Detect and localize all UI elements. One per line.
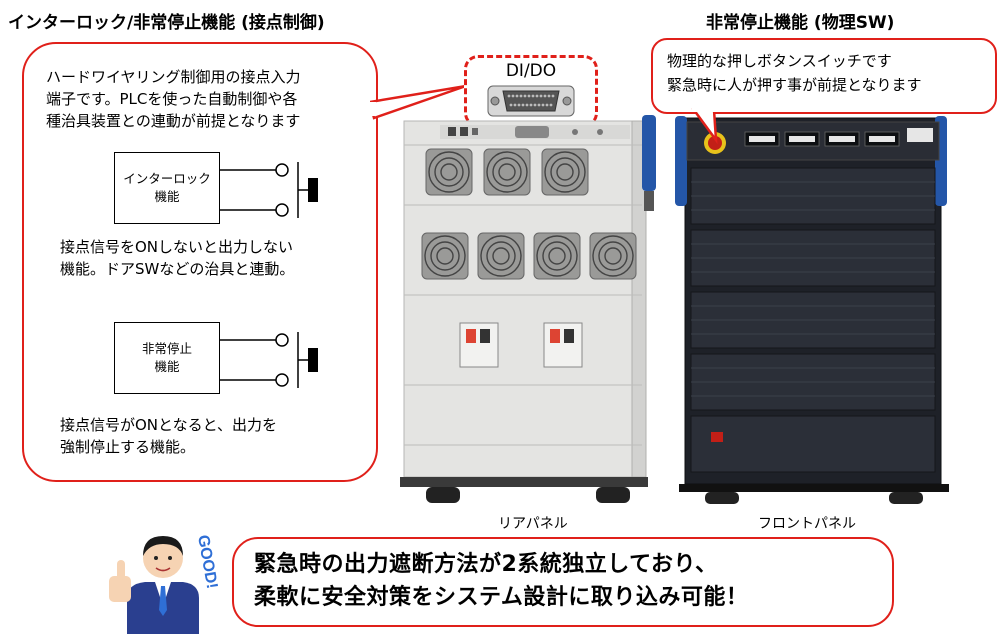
estop-desc-line-2: 強制停止する機能。 xyxy=(60,438,196,456)
right-callout-line-2: 緊急時に人が押す事が前提となります xyxy=(667,76,922,94)
interlock-box-line-1: インターロック xyxy=(123,171,211,186)
estop-function-box: 非常停止 機能 xyxy=(114,322,220,394)
bottom-callout: 緊急時の出力遮断方法が2系統独立しており、 柔軟に安全対策をシステム設計に取り込… xyxy=(232,537,894,627)
businessman-thumbs-up-icon xyxy=(109,536,199,634)
callout-line-1: ハードワイヤリング制御用の接点入力 xyxy=(46,68,301,86)
callout-line-3: 種治具装置との連動が前提となります xyxy=(46,112,301,130)
estop-contact-switch-icon xyxy=(220,332,318,388)
bottom-callout-line-1: 緊急時の出力遮断方法が2系統独立しており、 xyxy=(254,552,718,577)
right-callout-pointer xyxy=(691,108,718,144)
estop-desc-line-1: 接点信号がONとなると、出力を xyxy=(60,416,277,434)
good-text-graphic: GOOD! xyxy=(194,534,220,590)
rear-panel-cabinet xyxy=(400,115,656,503)
interlock-desc-line-1: 接点信号をONしないと出力しない xyxy=(60,238,294,256)
dido-callout: DI/DO xyxy=(464,55,598,127)
callout-pointer xyxy=(370,84,467,120)
good-text: GOOD! xyxy=(194,534,220,590)
interlock-function-box: インターロック 機能 xyxy=(114,152,220,224)
callout-line-2: 端子です。PLCを使った自動制御や各 xyxy=(46,90,298,108)
dsub-connector-icon xyxy=(487,85,575,117)
bottom-callout-line-2: 柔軟に安全対策をシステム設計に取り込み可能！ xyxy=(254,585,749,610)
right-title: 非常停止機能 (物理SW) xyxy=(706,13,895,33)
dido-label: DI/DO xyxy=(505,61,557,81)
right-callout: 物理的な押しボタンスイッチです 緊急時に人が押す事が前提となります xyxy=(651,38,997,114)
interlock-desc-line-2: 機能。ドアSWなどの治具と連動。 xyxy=(60,260,295,278)
left-title: インターロック/非常停止機能 (接点制御) xyxy=(8,13,325,33)
left-callout: ハードワイヤリング制御用の接点入力 端子です。PLCを使った自動制御や各 種治具… xyxy=(22,42,378,482)
rear-panel-caption: リアパネル xyxy=(498,516,568,532)
estop-box-line-2: 機能 xyxy=(154,359,180,374)
interlock-box-line-2: 機能 xyxy=(154,189,180,204)
front-panel-cabinet xyxy=(675,116,949,504)
interlock-contact-switch-icon xyxy=(220,162,318,218)
front-panel-caption: フロントパネル xyxy=(758,516,856,532)
estop-box-line-1: 非常停止 xyxy=(141,341,192,356)
right-callout-line-1: 物理的な押しボタンスイッチです xyxy=(667,52,892,70)
